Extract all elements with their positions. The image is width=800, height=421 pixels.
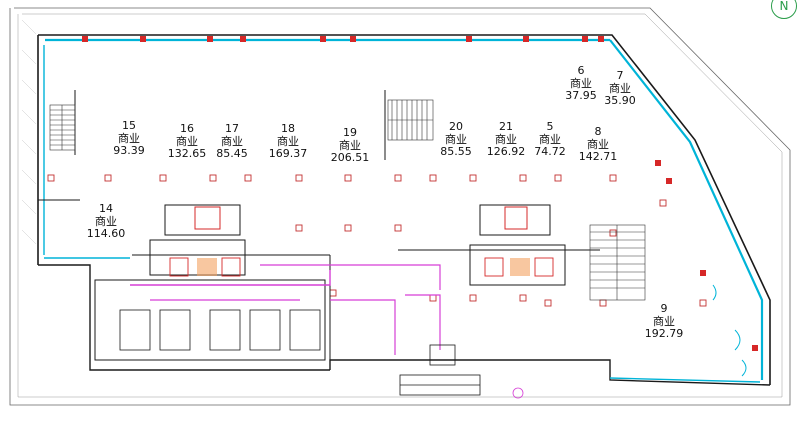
unit-20: 20 商业 85.55 [436,120,476,159]
unit-area: 142.71 [578,150,618,164]
unit-number: 21 [499,120,513,133]
lift-shafts [169,257,554,277]
unit-use: 商业 [339,138,361,152]
unit-5: 5 商业 74.72 [530,120,570,159]
stair-right [589,224,646,301]
curtain-detail [712,284,747,377]
unit-21: 21 商业 126.92 [484,120,528,159]
stair-center [387,99,434,141]
unit-17: 17 商业 85.45 [212,122,252,161]
unit-use: 商业 [118,131,140,145]
curtain-wall-right [609,39,764,380]
unit-number: 6 [577,64,585,77]
unit-9: 9 商业 192.79 [640,302,688,341]
unit-use: 商业 [95,214,117,228]
column-grid [47,174,707,307]
unit-area: 85.45 [216,147,248,161]
unit-number: 19 [343,126,357,139]
outer-wall [38,34,771,385]
unit-14: 14 商业 114.60 [84,202,128,241]
unit-18: 18 商业 169.37 [266,122,310,161]
unit-area: 132.65 [167,147,207,161]
unit-area: 93.39 [113,144,145,158]
door-marks [82,36,758,351]
unit-number: 17 [225,122,239,135]
unit-number: 15 [122,119,136,132]
curtain-wall-bottom [609,377,761,383]
unit-area: 35.90 [604,94,636,108]
unit-area: 126.92 [486,145,526,159]
unit-area: 85.55 [440,145,472,159]
unit-use: 商业 [570,76,592,90]
stair-left [49,104,76,151]
unit-number: 5 [546,120,554,133]
unit-area: 37.95 [565,89,597,103]
unit-6: 6 商业 37.95 [562,64,600,103]
unit-7: 7 商业 35.90 [601,69,639,108]
unit-area: 74.72 [534,145,566,159]
unit-number: 14 [99,202,113,215]
unit-8: 8 商业 142.71 [576,125,620,164]
unit-number: 16 [180,122,194,135]
unit-number: 20 [449,120,463,133]
site-boundary [9,7,791,406]
unit-number: 8 [594,125,602,138]
unit-area: 206.51 [330,151,370,165]
hatch-left [21,19,37,245]
unit-use: 商业 [445,132,467,146]
unit-area: 114.60 [86,227,126,241]
unit-area: 169.37 [268,147,308,161]
unit-16: 16 商业 132.65 [166,122,208,161]
unit-15: 15 商业 93.39 [112,119,146,158]
site-boundary-inner [17,13,783,398]
unit-number: 9 [660,302,668,315]
core-right [469,204,566,286]
unit-use: 商业 [495,132,517,146]
unit-use: 商业 [176,134,198,148]
lift-fill [197,258,530,276]
unit-number: 7 [616,69,624,82]
unit-area: 192.79 [644,327,684,341]
unit-use: 商业 [653,314,675,328]
north-arrow-icon: N [771,0,797,19]
unit-number: 18 [281,122,295,135]
outer-wall-bottom-right [329,359,771,386]
unit-use: 商业 [609,81,631,95]
unit-use: 商业 [587,137,609,151]
unit-use: 商业 [221,134,243,148]
unit-19: 19 商业 206.51 [328,126,372,165]
service-area [94,264,441,361]
outer-wall-bottom-left [38,264,330,371]
unit-use: 商业 [277,134,299,148]
bottom-entrance [399,344,524,399]
unit-use: 商业 [539,132,561,146]
